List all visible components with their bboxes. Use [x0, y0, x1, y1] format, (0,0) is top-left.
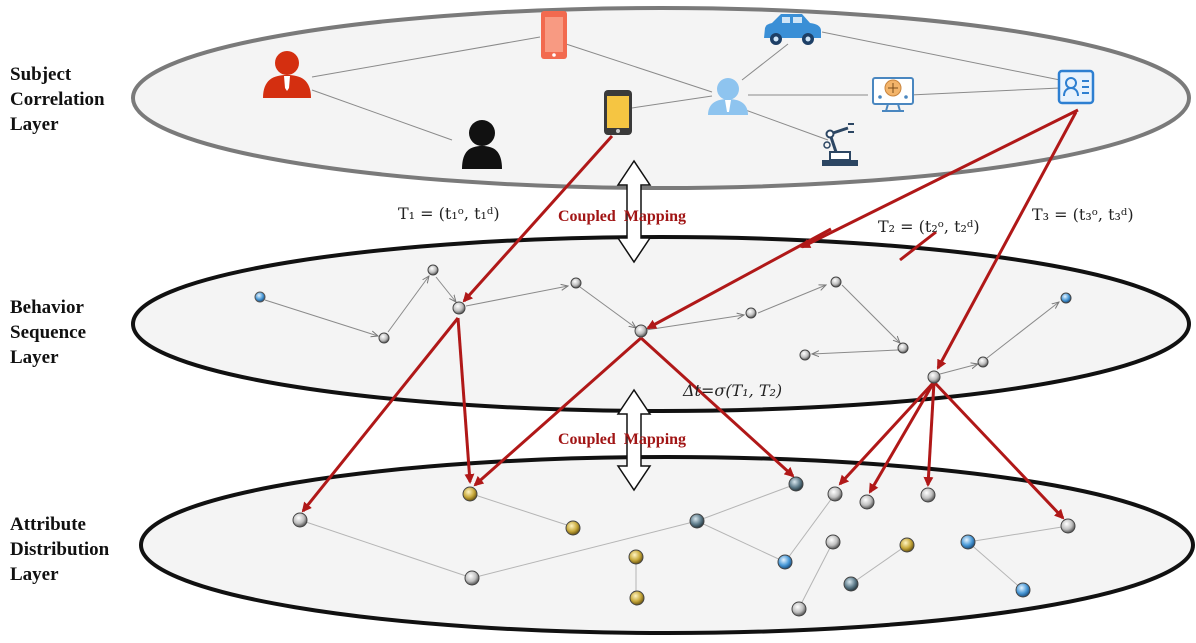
t2-label: T₂ = (t₂ᵒ, t₂ᵈ)	[878, 217, 980, 236]
attribute-node	[791, 601, 807, 617]
robot-arm-icon	[822, 123, 858, 166]
behavior-node	[977, 356, 989, 368]
attribute-node	[859, 494, 875, 510]
behavior-node	[254, 291, 266, 303]
coupled-mapping-label-top: Coupled Mapping	[558, 208, 686, 225]
behavior-node	[634, 324, 648, 338]
attribute-node	[628, 549, 644, 565]
coupled-mapping-double-arrow-top	[616, 159, 652, 264]
tablet-icon	[541, 11, 567, 59]
attribute-node	[843, 576, 859, 592]
attribute-node	[827, 486, 843, 502]
behavior-node	[745, 307, 757, 319]
attribute-nodes	[292, 476, 1076, 617]
attribute-node	[825, 534, 841, 550]
t3-label: T₃ = (t₃ᵒ, t₃ᵈ)	[1032, 205, 1134, 224]
user-black-icon	[462, 120, 502, 169]
attribute-node	[899, 537, 915, 553]
behavior-node	[830, 276, 842, 288]
user-red-icon	[263, 51, 311, 98]
attribute-layer-ellipse	[139, 455, 1195, 635]
t1-label: T₁ = (t₁ᵒ, t₁ᵈ)	[398, 204, 500, 223]
delta-t-label: Δt=σ(T₁, T₂)	[682, 381, 782, 400]
person-blue-icon	[708, 78, 748, 115]
behavior-node	[427, 264, 439, 276]
attribute-node	[777, 554, 793, 570]
attribute-node	[1060, 518, 1076, 534]
behavior-layer-ellipse	[131, 235, 1191, 413]
behavior-nodes	[254, 264, 1072, 384]
attribute-node	[1015, 582, 1031, 598]
behavior-node	[570, 277, 582, 289]
attribute-node	[920, 487, 936, 503]
behavior-node	[452, 301, 466, 315]
attribute-node	[292, 512, 308, 528]
behavior-node	[1060, 292, 1072, 304]
brain-monitor-icon	[872, 77, 914, 112]
attribute-node	[960, 534, 976, 550]
mapping-arrows	[301, 108, 1079, 520]
coupled-mapping-double-arrow-bottom	[616, 388, 652, 492]
attribute-node	[689, 513, 705, 529]
behavior-node	[378, 332, 390, 344]
attribute-links	[299, 483, 1069, 609]
mapping-arrow-continuation	[899, 230, 937, 262]
behavior-node	[927, 370, 941, 384]
subject-links	[311, 31, 1061, 141]
id-card-icon	[1057, 69, 1095, 105]
behavior-sequence-links	[264, 276, 1059, 375]
coupled-mapping-label-bottom: Coupled Mapping	[558, 431, 686, 448]
phone-icon	[604, 90, 632, 135]
behavior-node	[799, 349, 811, 361]
attribute-node	[464, 570, 480, 586]
attribute-node	[788, 476, 804, 492]
attribute-node	[462, 486, 478, 502]
attribute-node	[629, 590, 645, 606]
car-icon	[764, 14, 821, 45]
attribute-node	[565, 520, 581, 536]
behavior-node	[897, 342, 909, 354]
